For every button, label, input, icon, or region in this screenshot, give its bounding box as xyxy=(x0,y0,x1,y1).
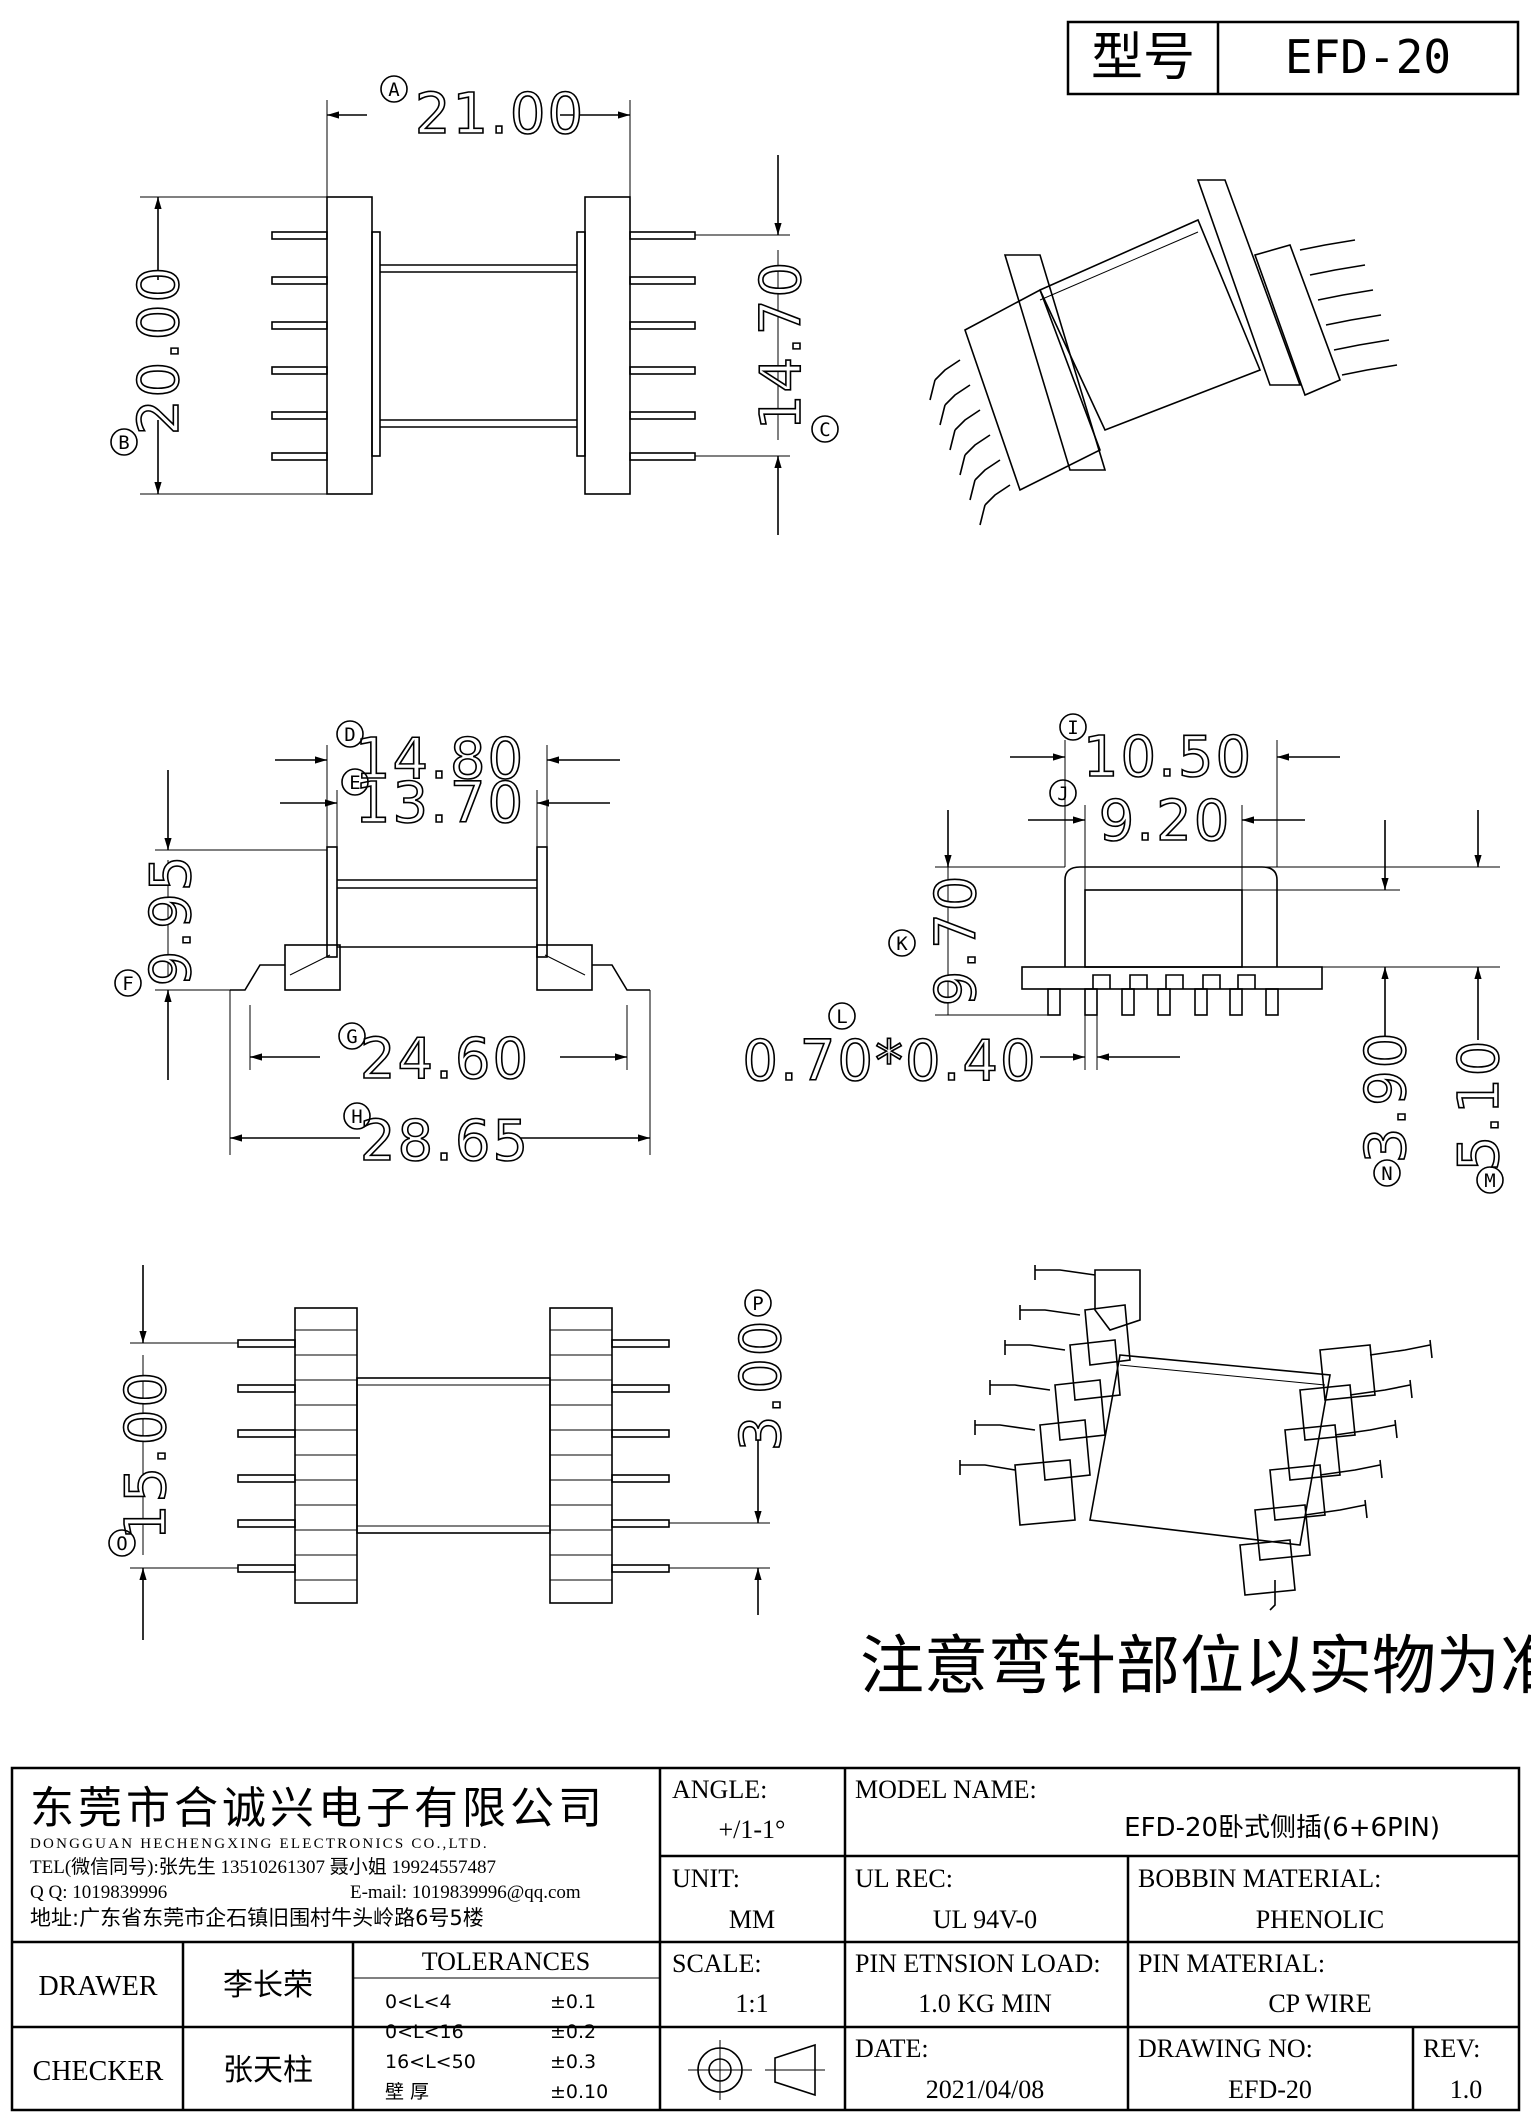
tolerance-value: ±0.2 xyxy=(550,2021,596,2043)
tolerance-value: ±0.3 xyxy=(550,2051,596,2073)
unit-label: UNIT: xyxy=(672,1864,740,1893)
dim-m-value: 5.10 xyxy=(1447,1039,1512,1172)
tolerance-range: 0<L<16 xyxy=(385,2021,464,2043)
checker-label: CHECKER xyxy=(33,2056,164,2087)
pin-load-label: PIN ETNSION LOAD: xyxy=(855,1949,1101,1978)
dim-f-letter: F xyxy=(122,973,133,995)
dim-d-letter: D xyxy=(344,724,355,746)
dim-d-value: 14.80 xyxy=(355,727,525,792)
angle-value: +/1-1° xyxy=(719,1815,786,1844)
dim-i-value: 10.50 xyxy=(1083,725,1253,790)
dim-p-letter: P xyxy=(752,1293,763,1315)
top-view: 21.00 A 20.00 B 14.70 C xyxy=(110,75,839,535)
dim-f-value: 9.95 xyxy=(139,854,204,987)
company-tel: TEL(微信同号):张先生 13510261307 聂小姐 1992455748… xyxy=(30,1856,496,1878)
model-name-value: EFD-20卧式侧插(6+6PIN) xyxy=(1124,1813,1440,1843)
scale-label: SCALE: xyxy=(672,1949,762,1978)
dim-a-value: 21.00 xyxy=(415,82,585,147)
dim-p-value: 3.00 xyxy=(729,1319,794,1452)
company-en: DONGGUAN HECHENGXING ELECTRONICS CO.,LTD… xyxy=(30,1836,489,1852)
tolerance-range: 0<L<4 xyxy=(385,1991,452,2013)
dim-b-letter: B xyxy=(118,432,129,454)
tolerances-label: TOLERANCES xyxy=(422,1947,591,1976)
pin-load-value: 1.0 KG MIN xyxy=(918,1989,1052,2018)
company-qq: Q Q: 1019839996 xyxy=(30,1882,167,1903)
tolerance-range: 壁 厚 xyxy=(385,2081,429,2103)
tolerance-range: 16<L<50 xyxy=(385,2051,476,2073)
front-view: 14.80 13.70 D E 9.95 F 24.60 28.65 G H xyxy=(114,720,651,1175)
dim-l-value: 0.70*0.40 xyxy=(742,1029,1037,1094)
pin-material-label: PIN MATERIAL: xyxy=(1138,1949,1325,1978)
ul-rec-label: UL REC: xyxy=(855,1864,953,1893)
dim-h-value: 28.65 xyxy=(360,1109,530,1174)
date-label: DATE: xyxy=(855,2034,929,2063)
dim-n-value: 3.90 xyxy=(1354,1031,1419,1164)
drawing-no-label: DRAWING NO: xyxy=(1138,2034,1313,2063)
scale-value: 1:1 xyxy=(735,1989,768,2018)
dim-i-letter: I xyxy=(1067,717,1078,739)
dim-j-letter: J xyxy=(1057,783,1068,805)
title-block: 东莞市合诚兴电子有限公司 DONGGUAN HECHENGXING ELECTR… xyxy=(10,1766,1521,2112)
dim-l-letter: L xyxy=(836,1006,847,1028)
projection-symbol-icon xyxy=(688,2040,825,2100)
dim-g-value: 24.60 xyxy=(360,1027,530,1092)
drawer-label: DRAWER xyxy=(38,1971,157,2002)
dim-n-letter: N xyxy=(1381,1163,1392,1185)
isometric-view-bottom xyxy=(959,1265,1433,1611)
bottom-view: 15.00 O 3.00 P xyxy=(108,1265,795,1640)
model-header-value: EFD-20 xyxy=(1285,30,1451,84)
unit-value: MM xyxy=(729,1905,775,1934)
model-header-box: 型号 EFD-20 xyxy=(1066,20,1520,96)
date-value: 2021/04/08 xyxy=(926,2075,1044,2104)
angle-label: ANGLE: xyxy=(672,1775,767,1804)
dim-c-letter: C xyxy=(819,419,830,441)
tolerance-value: ±0.10 xyxy=(550,2081,608,2103)
company-email: E-mail: 1019839996@qq.com xyxy=(350,1882,581,1903)
dim-e-letter: E xyxy=(349,772,360,794)
dim-e-value: 13.70 xyxy=(355,771,525,836)
dim-g-letter: G xyxy=(346,1026,357,1048)
drawing-no-value: EFD-20 xyxy=(1228,2075,1312,2104)
tolerance-value: ±0.1 xyxy=(550,1991,596,2013)
rev-value: 1.0 xyxy=(1450,2075,1483,2104)
company-address: 地址:广东省东莞市企石镇旧围村牛头岭路6号5楼 xyxy=(30,1906,484,1930)
dim-m-letter: M xyxy=(1484,1170,1495,1192)
drawer-value: 李长荣 xyxy=(223,1968,313,2003)
dim-a-letter: A xyxy=(388,79,400,101)
dim-o-value: 15.00 xyxy=(114,1370,179,1540)
dim-b-value: 20.00 xyxy=(127,265,192,435)
bend-pin-note: 注意弯针部位以实物为准。 xyxy=(860,1630,1531,1704)
side-view: 10.50 9.20 I J 9.70 K 0.70*0.40 L 3.90 5… xyxy=(742,713,1513,1194)
rev-label: REV: xyxy=(1423,2034,1480,2063)
model-name-label: MODEL NAME: xyxy=(855,1775,1037,1804)
bobbin-material-value: PHENOLIC xyxy=(1256,1905,1385,1934)
pin-material-value: CP WIRE xyxy=(1268,1989,1371,2018)
dim-h-letter: H xyxy=(351,1106,362,1128)
isometric-view-top xyxy=(929,179,1398,526)
dim-k-value: 9.70 xyxy=(924,874,989,1007)
dim-k-letter: K xyxy=(896,933,908,955)
checker-value: 张天柱 xyxy=(223,2053,313,2088)
dim-j-value: 9.20 xyxy=(1099,789,1232,854)
dim-o-letter: O xyxy=(116,1533,127,1555)
ul-rec-value: UL 94V-0 xyxy=(933,1905,1037,1934)
dim-c-value: 14.70 xyxy=(749,260,814,430)
bobbin-material-label: BOBBIN MATERIAL: xyxy=(1138,1864,1381,1893)
model-header-label: 型号 xyxy=(1091,28,1195,88)
company-cn: 东莞市合诚兴电子有限公司 xyxy=(30,1783,606,1834)
